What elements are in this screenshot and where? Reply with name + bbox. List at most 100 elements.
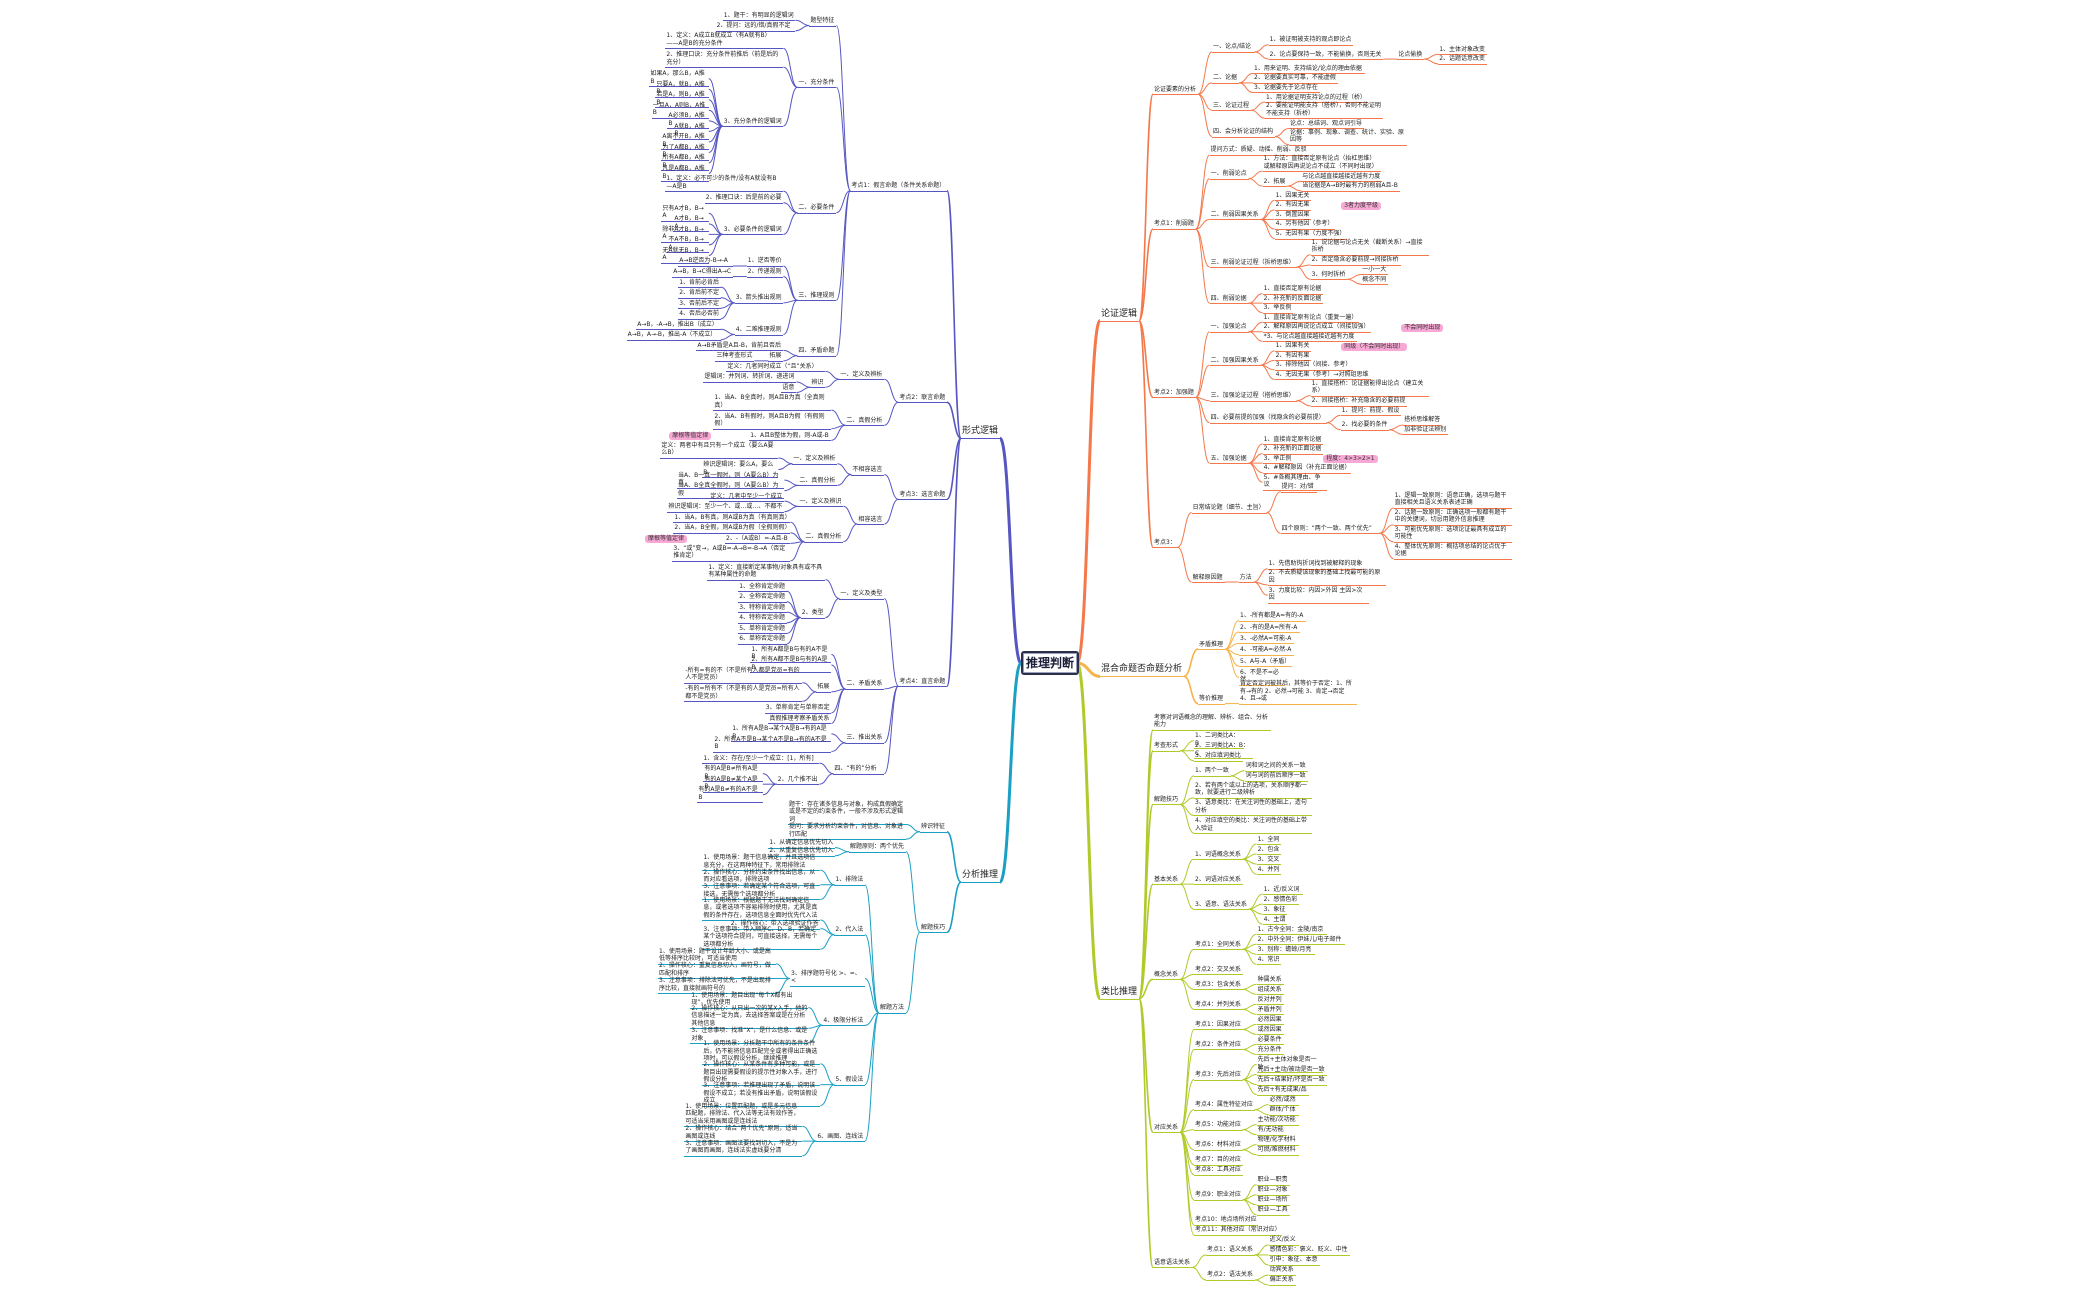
- subtopic-node[interactable]: 考点9：职业对应: [1194, 1191, 1243, 1201]
- leaf-node[interactable]: 5、A与-A（矛盾）: [1239, 658, 1293, 668]
- leaf-node[interactable]: 1、用论据证明支持论点的过程（桥）: [1265, 94, 1368, 104]
- subtopic-node[interactable]: 一、定义及类型: [839, 590, 885, 600]
- leaf-node[interactable]: 当A、B一真一假时，则（A要么B）为真: [677, 472, 785, 489]
- subtopic-node[interactable]: 三、推理规则: [797, 292, 837, 302]
- leaf-node[interactable]: 3、注意事项：若推理出现了矛盾，说明该假设不成立；若没有推出矛盾，说明该假设成立: [702, 1082, 821, 1107]
- leaf-node[interactable]: 3、别称：蟾蜍/月亮: [1256, 946, 1315, 956]
- leaf-node[interactable]: 定义：几者中至少一个成立: [709, 493, 785, 503]
- subtopic-node[interactable]: 考点2：联言命题: [898, 394, 947, 404]
- leaf-node[interactable]: 4、对应填空的类比：关注词性的基础上带入验证: [1194, 817, 1312, 835]
- leaf-node[interactable]: 提问：要求分析约束条件，对信息、对象进行匹配: [788, 823, 906, 841]
- leaf-node[interactable]: 必然/或然: [1268, 1096, 1300, 1106]
- leaf-node[interactable]: 2、提问：远的/错/真假不定: [715, 22, 796, 32]
- subtopic-node[interactable]: 3、语意、语法关系: [1194, 901, 1249, 911]
- leaf-node[interactable]: 4、并列: [1256, 866, 1282, 876]
- subtopic-node[interactable]: 辨识: [810, 379, 826, 389]
- subtopic-node[interactable]: 一、定义及辨析: [839, 371, 885, 381]
- leaf-node[interactable]: 2、感情色彩: [1262, 896, 1300, 906]
- leaf-node[interactable]: 2、不去质疑该现象的基础上找最可能的原因: [1267, 569, 1386, 587]
- leaf-node[interactable]: 3、倒置因果: [1274, 211, 1312, 221]
- subtopic-node[interactable]: 等价推理: [1198, 695, 1225, 705]
- subtopic-node[interactable]: 考点3：选言命题: [898, 491, 947, 501]
- leaf-node[interactable]: 3、举反例: [1262, 304, 1294, 314]
- leaf-node[interactable]: 2、所有A都不是B与有的A是B: [750, 656, 832, 674]
- leaf-node[interactable]: 1、含义：存在/至少一个成立：[1，所有]: [702, 755, 820, 765]
- subtopic-node[interactable]: 2、论点要保持一致，不能偷换，否则无关: [1268, 51, 1384, 61]
- subtopic-node[interactable]: 二、论据: [1212, 74, 1239, 84]
- leaf-node[interactable]: 真假推理考察矛盾关系: [768, 715, 832, 725]
- leaf-node[interactable]: 有/无功能: [1256, 1126, 1288, 1136]
- leaf-node[interactable]: 1、二词类比A：B: [1194, 732, 1244, 750]
- leaf-node[interactable]: 先后+主体对象是否一致: [1256, 1056, 1324, 1073]
- subtopic-node[interactable]: 考点3：包含关系: [1194, 981, 1243, 991]
- subtopic-node[interactable]: 三、加强论证过程（搭桥思维）: [1209, 392, 1297, 402]
- leaf-node[interactable]: 3、注意事项：排除法可优先，不是出现排序比较，直接就画符号的: [658, 977, 776, 994]
- leaf-node[interactable]: 题干：存在诸多信息与对象，构成真假确定或是不定的约束条件，一般不涉及形式逻辑词: [788, 801, 906, 826]
- subtopic-node[interactable]: 考点1：削弱题: [1153, 220, 1196, 230]
- leaf-node[interactable]: 考察对词语概念的理解、辨析、组合、分析能力: [1153, 714, 1271, 731]
- leaf-node[interactable]: 1、使用场景：题干设计年龄大小、或是高低等排序比较时，可适当使用: [658, 948, 776, 965]
- subtopic-node[interactable]: 3、箭头推出规则: [734, 294, 784, 304]
- leaf-node[interactable]: 论点：总结词、观点词引导: [1289, 120, 1364, 130]
- leaf-node[interactable]: 偏正关系: [1268, 1276, 1296, 1286]
- leaf-node[interactable]: 物理/化学材料: [1256, 1136, 1300, 1146]
- subtopic-node[interactable]: 考点2：加强题: [1153, 389, 1196, 399]
- subtopic-node[interactable]: 解释原因题: [1191, 574, 1225, 584]
- subtopic-node[interactable]: 一、加强论点: [1209, 323, 1249, 333]
- subtopic-node[interactable]: 四、“有的”分析: [833, 765, 885, 775]
- subtopic-node[interactable]: 二、真假分析: [845, 417, 885, 427]
- leaf-node[interactable]: 1、从确定信息优先切入: [768, 839, 835, 849]
- leaf-node[interactable]: 5、#各概其理由、争议: [1262, 474, 1327, 491]
- subtopic-node[interactable]: 五、加强论据: [1209, 455, 1249, 465]
- leaf-node[interactable]: 2、话题一致原则：正确选项一般都有题干中的关键词，切忌用题外信息推理: [1393, 509, 1512, 526]
- subtopic-node[interactable]: 考点5：功能对应: [1194, 1121, 1243, 1131]
- leaf-node[interactable]: 1、定义：A成立B就成立（有A就有B）——A是B的充分条件: [665, 32, 784, 50]
- leaf-node[interactable]: 先后+主动/被动是否一致: [1256, 1066, 1327, 1076]
- leaf-node[interactable]: 2、中外全同：伊妹儿/电子邮件: [1256, 936, 1345, 946]
- subtopic-node[interactable]: 6、画图、连线法: [816, 1133, 865, 1143]
- leaf-node[interactable]: 考点11：其他对应（常识对应）: [1194, 1226, 1283, 1236]
- leaf-node[interactable]: 1、逻辑一致原则：语意正确，选项与题干直接相关且语义关系表述正确: [1393, 492, 1512, 509]
- leaf-node[interactable]: 2、有因无果: [1274, 201, 1312, 211]
- subtopic-node[interactable]: 考查形式: [1153, 742, 1180, 752]
- leaf-node[interactable]: 1、说论据与论点无关（截断关系）→直接拆桥: [1310, 239, 1429, 256]
- leaf-node[interactable]: 2、操作核心：带入选项验证作答: [729, 920, 821, 930]
- subtopic-node[interactable]: 1、两个一致: [1194, 767, 1231, 777]
- leaf-node[interactable]: 1、-所有都是A=有的-A: [1239, 612, 1306, 622]
- leaf-node[interactable]: A必须B，A推B: [667, 112, 709, 130]
- subtopic-node[interactable]: 基本关系: [1153, 876, 1180, 886]
- leaf-node[interactable]: 辨识逻辑词：要么A，要么B: [702, 461, 779, 479]
- leaf-node[interactable]: 4、无因无果（参考）→对照组思维: [1274, 371, 1372, 381]
- leaf-node[interactable]: 2、词语对应关系: [1194, 876, 1243, 886]
- subtopic-node[interactable]: 考点4：属性特征对应: [1194, 1101, 1255, 1111]
- leaf-node[interactable]: 2、包含: [1256, 846, 1282, 856]
- leaf-node[interactable]: 1、使用场景：题目出现“每个X都有出现”，优先使用: [690, 992, 809, 1009]
- leaf-node[interactable]: 有的A是B≠所有A是B: [703, 765, 763, 783]
- subtopic-node[interactable]: 相容选言: [857, 516, 885, 525]
- leaf-node[interactable]: 只有A才B，B→A: [661, 205, 709, 222]
- leaf-node[interactable]: 引申：象征、本意: [1268, 1256, 1320, 1266]
- subtopic-node[interactable]: 3、排序题符号化 >、=、<: [790, 970, 865, 987]
- leaf-node[interactable]: 2、要能证明能支持（搭桥），否则不能证明不能支持（拆桥）: [1265, 102, 1383, 120]
- leaf-node[interactable]: 2、所有A不是B→某个A不是B→有的A不是B: [713, 736, 832, 753]
- leaf-node[interactable]: 1、A且B整体为假，则-A或-B: [749, 432, 832, 442]
- leaf-node[interactable]: 当论据是A→B时最有力的削弱A且-B: [1301, 182, 1401, 192]
- subtopic-node[interactable]: 四、矛盾命题: [797, 347, 837, 357]
- subtopic-node[interactable]: 二、加强因果关系: [1209, 357, 1261, 367]
- leaf-node[interactable]: -有的=所有不（不是有的人是党员=所有人都不是党员）: [684, 685, 803, 703]
- subtopic-node[interactable]: 四、会分析论证的结构: [1212, 128, 1275, 138]
- subtopic-node[interactable]: 语意语法关系: [1153, 1259, 1192, 1269]
- leaf-node[interactable]: 1、直接肯定原有论点（重复一遍）: [1262, 314, 1360, 324]
- leaf-node[interactable]: A→B，A→-B，推出-A（不成立）: [626, 331, 721, 341]
- subtopic-node[interactable]: 考点4：直言命题: [898, 678, 947, 688]
- leaf-node[interactable]: 1、全同: [1256, 836, 1282, 846]
- leaf-node[interactable]: 概念不同: [1361, 276, 1389, 286]
- subtopic-node[interactable]: 1、词语概念关系: [1194, 851, 1243, 861]
- leaf-node[interactable]: 2、操作核心：从某条件有多种可能，或是题目出现需要假设的提示性对象入手，进行假设…: [702, 1061, 821, 1086]
- leaf-node[interactable]: 有的A是B≠有的A不是B: [697, 786, 763, 804]
- leaf-node[interactable]: 一小一大: [1361, 266, 1389, 276]
- leaf-node[interactable]: 1、使用场景：题干信息确定，并且选项信息充分，在这两种特征下，常用排除法: [702, 854, 821, 872]
- leaf-node[interactable]: 词和词之间的关系一致: [1244, 762, 1308, 772]
- subtopic-node[interactable]: 2、找必要的条件: [1340, 421, 1390, 431]
- leaf-node[interactable]: 1、所有A是B→某个A是B→有的A是B: [731, 725, 832, 743]
